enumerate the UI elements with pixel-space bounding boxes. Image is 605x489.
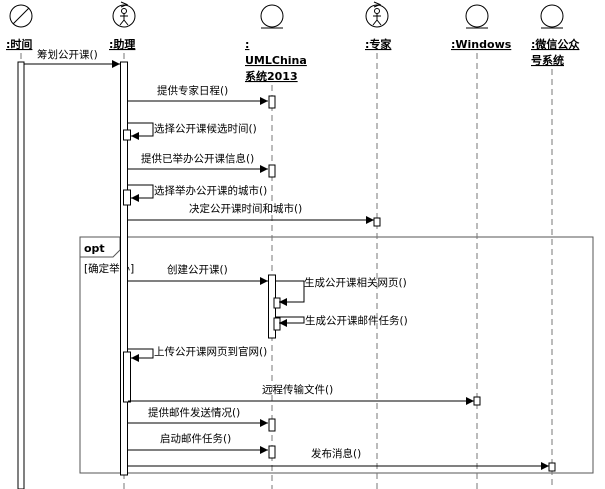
icon-leg-right [376,19,382,26]
message-label: 启动邮件任务() [160,432,231,445]
icon-arrowhead [373,1,382,8]
message-label: 决定公开课时间和城市() [189,202,302,215]
message-7: 创建公开课() [128,263,268,285]
self-message-arrow [128,348,154,362]
lifeline-name: :时间 [6,37,32,51]
lifeline-name: :助理 [109,37,135,51]
message-label: 创建公开课() [167,263,228,276]
self-message-arrow [128,122,154,140]
activation-bar-uml [268,95,276,109]
lifeline-uml: : UMLChina 系统2013 [245,4,307,489]
actor-icon [9,4,33,28]
message-label: 提供邮件发送情况() [148,406,240,419]
icon-circle [540,4,564,28]
entity-icon [540,4,564,29]
activation-bar-helper [123,129,131,141]
message-9: 生成公开课邮件任务() [276,314,408,327]
message-label: 选择公开课候选时间() [154,122,257,135]
icon-arrowhead [120,1,129,8]
message-label: 上传公开课网页到官网() [154,345,267,358]
activation-bar-uml [268,445,276,459]
message-14: 发布消息() [128,447,549,470]
lifeline-name: 号系统 [531,53,564,67]
message-2: 提供专家日程() [128,84,268,105]
lifeline-name: : [245,38,249,51]
message-11: 远程传输文件() [128,383,474,405]
message-label: 提供专家日程() [157,84,228,97]
lifeline-windows: :Windows [451,4,512,489]
activation-bar-windows [473,396,481,406]
lifeline-expert: :专家 [365,1,392,489]
message-10: 上传公开课网页到官网() [128,345,267,362]
lifeline-name: UMLChina [245,54,307,67]
opt-fragment-frame [79,236,594,474]
message-1: 筹划公开课() [24,48,120,68]
icon-circle [465,4,489,28]
activation-bar-uml [268,164,276,178]
control-icon [365,1,389,28]
self-message-arrow [276,316,305,327]
activation-bar-helper [120,61,128,476]
message-6: 决定公开课时间和城市() [128,202,374,224]
message-4: 提供已举办公开课信息() [128,152,268,173]
icon-leg-left [119,19,125,26]
activation-bar-time [17,61,25,489]
icon-leg-right [123,19,129,26]
entity-icon [465,4,489,29]
message-label: 远程传输文件() [262,383,333,396]
lifeline-name: 系统2013 [245,69,298,83]
message-label: 筹划公开课() [37,48,98,61]
message-label: 生成公开课相关网页() [304,276,407,289]
activation-bar-uml [273,317,281,331]
control-icon [112,1,136,28]
message-12: 提供邮件发送情况() [128,406,268,427]
lifeline-name: :微信公众 [531,37,580,51]
lifeline-name: :Windows [451,38,512,51]
lifeline-name: :专家 [365,37,392,51]
message-label: 发布消息() [311,447,361,460]
icon-circle [260,4,284,28]
message-13: 启动邮件任务() [128,432,268,454]
icon-stroke [12,7,30,25]
message-label: 提供已举办公开课信息() [141,152,254,165]
activation-bar-uml [268,418,276,432]
self-message-arrow [128,184,154,202]
message-5: 选择举办公开课的城市() [128,184,267,202]
message-8: 生成公开课相关网页() [276,276,407,306]
message-3: 选择公开课候选时间() [128,122,257,140]
activation-bar-helper [123,351,131,403]
self-message-arrow [276,280,305,306]
activation-bar-expert [373,217,381,227]
opt-fragment-operator: opt [84,242,105,255]
activation-bar-wechat [548,462,556,472]
message-label: 生成公开课邮件任务() [305,314,408,327]
activation-bar-uml [273,297,281,309]
activation-bar-helper [123,189,131,206]
message-label: 选择举办公开课的城市() [154,184,267,197]
icon-leg-left [372,19,378,26]
entity-icon [260,4,284,29]
